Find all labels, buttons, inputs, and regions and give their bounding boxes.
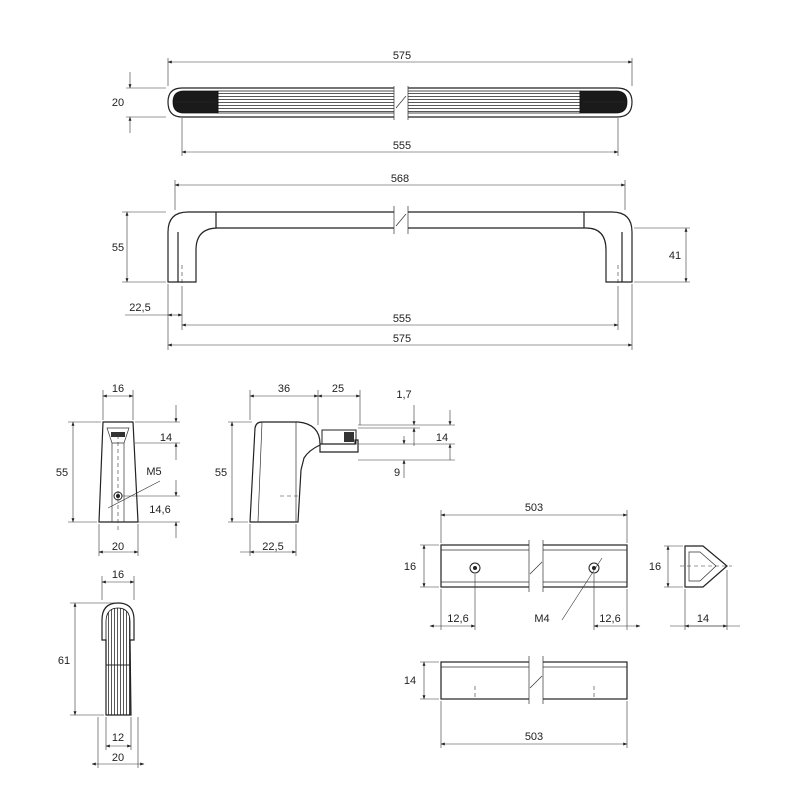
bar-front-view	[420, 656, 628, 748]
bar-right-offset: 12,6	[599, 613, 620, 625]
bottom-width-top: 16	[112, 569, 124, 581]
top-center-distance: 555	[393, 140, 411, 152]
end-width-bottom: 20	[112, 541, 124, 553]
side-height: 55	[215, 467, 227, 479]
bar-length: 503	[525, 502, 543, 514]
front-leg-offset: 22,5	[129, 302, 150, 314]
top-overall-length: 575	[393, 50, 411, 62]
top-height: 20	[112, 97, 124, 109]
bar-left-offset: 12,6	[447, 613, 468, 625]
section-height: 16	[649, 561, 661, 573]
side-base: 22,5	[262, 541, 283, 553]
front-view	[122, 180, 690, 350]
end-dim-14: 14	[160, 432, 172, 444]
top-view	[126, 58, 633, 156]
front-height: 55	[112, 242, 124, 254]
bottom-dim-12: 12	[112, 732, 124, 744]
bar-thread: M4	[534, 613, 549, 625]
end-dim-14-6: 14,6	[149, 504, 170, 516]
bar-front-length: 503	[525, 731, 543, 743]
front-leg-inner: 41	[669, 250, 681, 262]
front-center-distance: 555	[393, 313, 411, 325]
bar-section-view	[664, 545, 740, 630]
front-overall-bottom: 575	[393, 333, 411, 345]
side-dim-9: 9	[394, 467, 400, 479]
bottom-width-bottom: 20	[112, 752, 124, 764]
front-overall-top: 568	[391, 173, 409, 185]
side-dim-14: 14	[436, 432, 448, 444]
side-dim-36: 36	[278, 383, 290, 395]
end-height: 55	[56, 467, 68, 479]
end-width-top: 16	[112, 383, 124, 395]
bottom-height: 61	[58, 655, 70, 667]
end-view	[68, 390, 180, 556]
bar-front-height: 14	[404, 675, 416, 687]
bottom-view	[70, 576, 145, 768]
side-dim-25: 25	[332, 383, 344, 395]
side-detail	[228, 390, 455, 556]
bar-height: 16	[404, 561, 416, 573]
bar-top-view	[420, 510, 641, 630]
section-width: 14	[697, 613, 709, 625]
end-thread: M5	[146, 466, 161, 478]
side-dim-1-7: 1,7	[396, 389, 411, 401]
